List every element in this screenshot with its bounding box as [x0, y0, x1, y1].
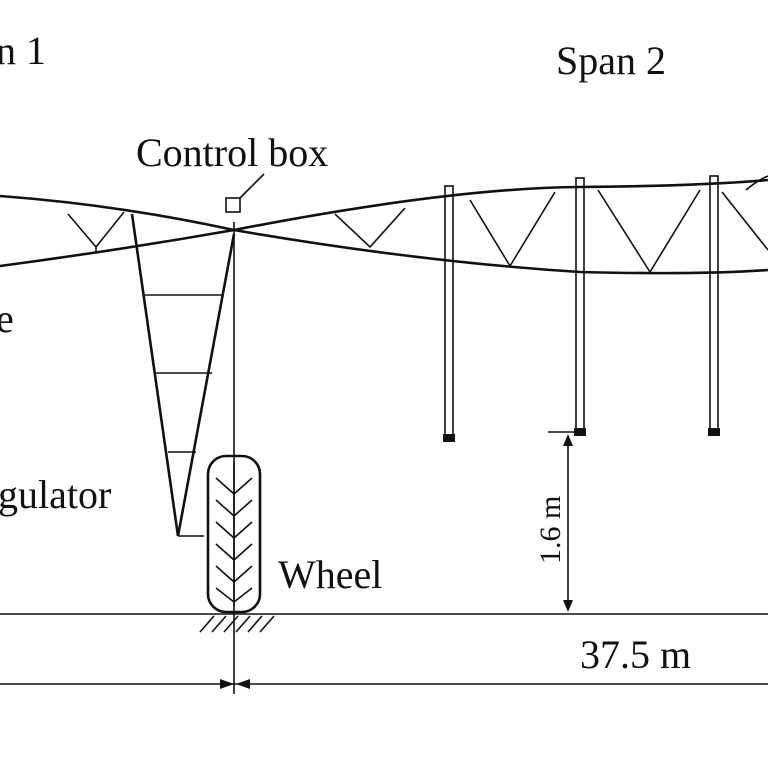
- tower-frame: [130, 213, 236, 537]
- height-label: 1.6 m: [534, 496, 567, 564]
- span-length-label: 37.5 m: [580, 632, 691, 677]
- drop-hoses: [443, 175, 720, 442]
- regulator-label: gulator: [0, 472, 111, 517]
- span-1-label: n 1: [0, 28, 46, 73]
- ground-hatch: [199, 615, 275, 633]
- height-dimension: [548, 431, 580, 612]
- span-1-truss: [0, 194, 235, 268]
- drop-hose: [708, 175, 720, 436]
- control-box-label: Control box: [136, 130, 328, 175]
- span-2-label: Span 2: [556, 38, 666, 83]
- wheel: [206, 454, 262, 614]
- drop-hose: [574, 177, 586, 436]
- control-box: [225, 173, 265, 213]
- left-cut-label: e: [0, 296, 14, 341]
- length-dimension: [0, 679, 768, 689]
- span-2-truss: [233, 175, 768, 275]
- wheel-label: Wheel: [278, 552, 382, 597]
- drop-hose: [443, 185, 455, 442]
